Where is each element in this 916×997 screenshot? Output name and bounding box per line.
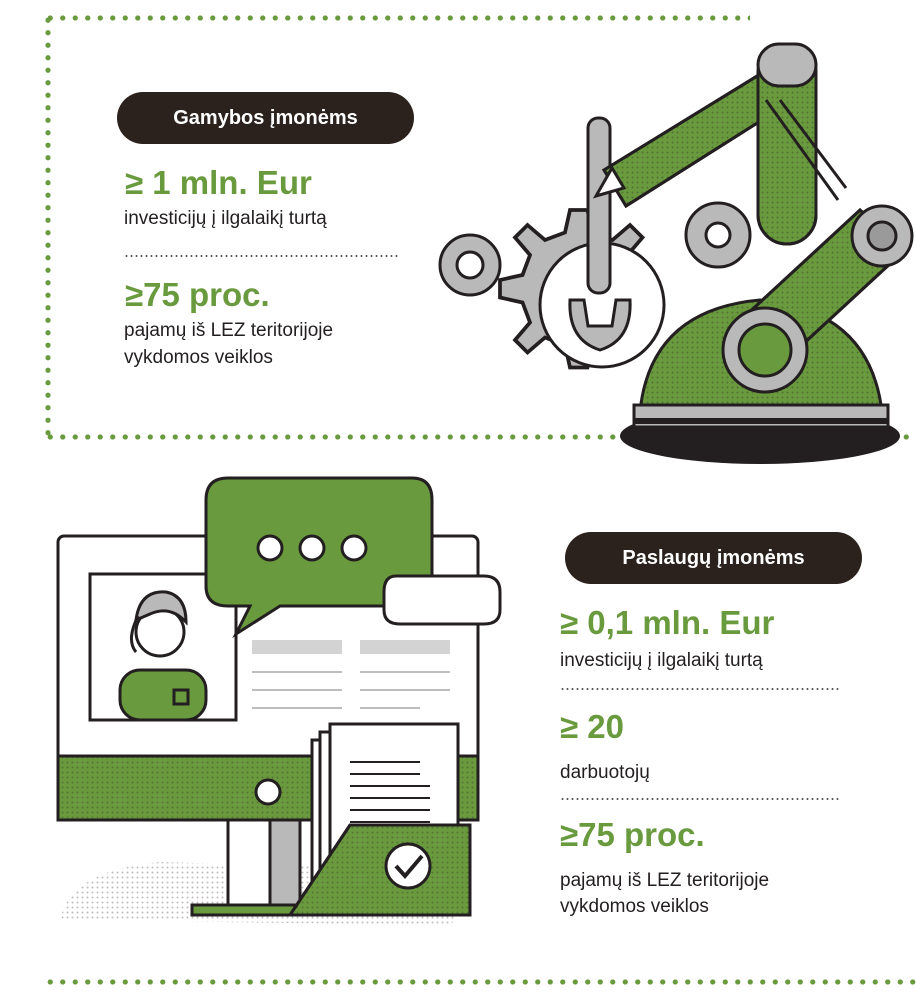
- manufacturing-heading: Gamybos įmonėms: [117, 92, 414, 144]
- manufacturing-revenue-text-1: pajamų iš LEZ teritorijoje: [124, 320, 334, 341]
- wrench-icon: [568, 116, 632, 352]
- computer-illustration: [56, 476, 502, 925]
- small-gear-right-icon: [684, 201, 752, 269]
- frame-mid-dots: [44, 433, 634, 441]
- services-investment-text: investicijų į ilgalaikį turtą: [560, 650, 763, 671]
- manufacturing-investment-text: investicijų į ilgalaikį turtą: [124, 208, 327, 229]
- services-separator-2: [560, 798, 840, 800]
- services-separator-1: [560, 688, 840, 690]
- large-gear-icon: [498, 208, 666, 370]
- manufacturing-separator: [124, 255, 399, 257]
- services-employees-text: darbuotojų: [560, 762, 650, 783]
- robot-arm-illustration: [438, 42, 914, 464]
- frame-top-dots: [44, 14, 750, 22]
- manufacturing-revenue-text-2: vykdomos veiklos: [124, 347, 273, 368]
- services-investment-value: ≥ 0,1 mln. Eur: [560, 604, 775, 641]
- small-gear-left-icon: [438, 233, 502, 297]
- manufacturing-investment-value: ≥ 1 mln. Eur: [125, 164, 312, 201]
- services-revenue-text-2: vykdomos veiklos: [560, 896, 709, 917]
- frame-bottom-dots: [44, 978, 916, 986]
- services-revenue-value: ≥75 proc.: [560, 816, 705, 853]
- services-heading: Paslaugų įmonėms: [565, 532, 862, 584]
- services-revenue-text-1: pajamų iš LEZ teritorijoje: [560, 870, 770, 891]
- manufacturing-revenue-value: ≥75 proc.: [125, 276, 270, 313]
- checkmark-icon: [384, 842, 432, 890]
- frame-mid-dots-right: [900, 433, 916, 441]
- services-employees-value: ≥ 20: [560, 708, 624, 745]
- frame-left-dots: [44, 14, 52, 439]
